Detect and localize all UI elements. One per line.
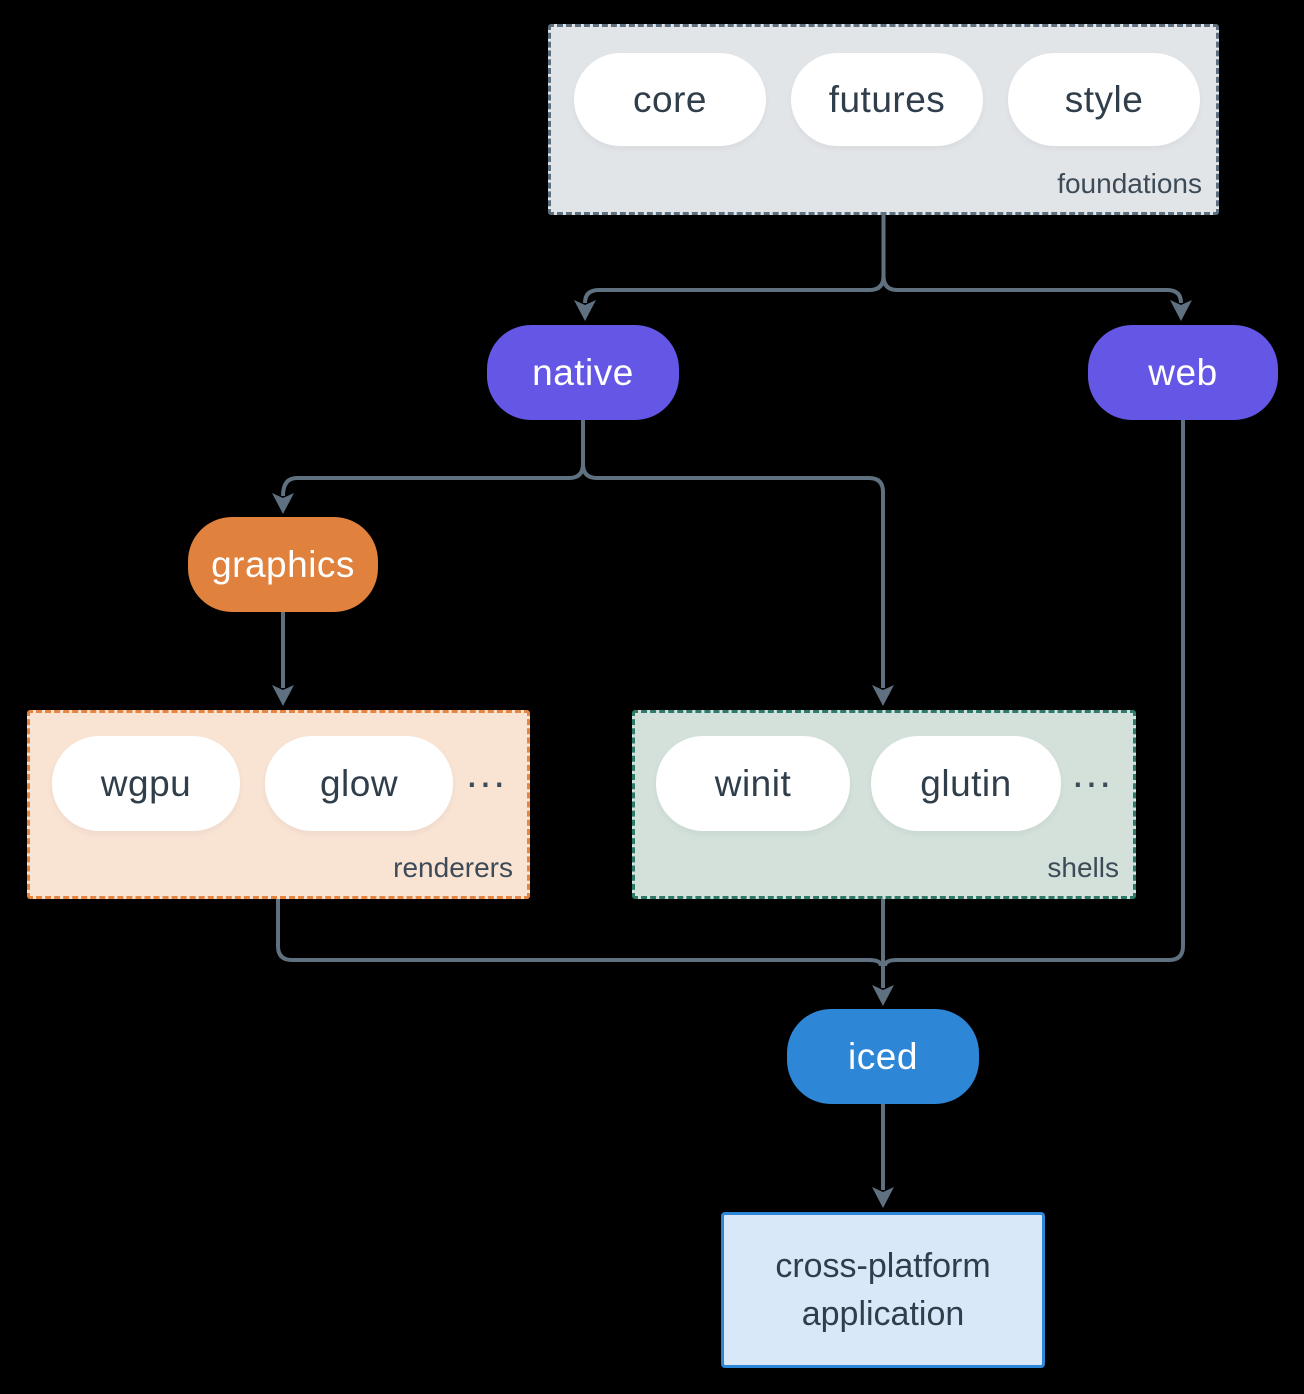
node-native: native — [487, 325, 679, 420]
edge-web-to-iced — [883, 420, 1185, 967]
arrowhead-application — [872, 1187, 894, 1208]
node-iced: iced — [787, 1009, 979, 1104]
shells-ellipsis: ... — [1071, 749, 1113, 796]
group-label-shells: shells — [1047, 852, 1119, 883]
group-foundations: core futures style foundations — [548, 24, 1219, 215]
arrowhead-iced — [872, 985, 894, 1006]
node-cross-platform-application: cross-platform application — [721, 1212, 1045, 1368]
edge-native-to-graphics — [281, 420, 585, 497]
edge-renderers-to-iced — [276, 899, 883, 967]
edge-foundations-to-native — [583, 215, 886, 304]
arrowhead-web — [1170, 300, 1192, 321]
arrowhead-graphics — [272, 493, 294, 514]
group-label-foundations: foundations — [1057, 168, 1202, 199]
node-glutin: glutin — [871, 736, 1061, 831]
renderers-ellipsis: ... — [465, 749, 507, 796]
arrowhead-shells — [872, 685, 894, 706]
group-renderers: wgpu glow ... renderers — [27, 710, 530, 899]
group-shells: winit glutin ... shells — [632, 710, 1136, 899]
node-futures: futures — [791, 53, 983, 146]
node-winit: winit — [656, 736, 850, 831]
node-graphics: graphics — [188, 517, 378, 612]
node-web: web — [1088, 325, 1278, 420]
node-core: core — [574, 53, 766, 146]
node-glow: glow — [265, 736, 453, 831]
arrowhead-renderers — [272, 685, 294, 706]
edge-native-to-shells — [581, 463, 885, 688]
edge-foundations-to-web — [881, 275, 1183, 304]
group-label-renderers: renderers — [393, 852, 513, 883]
node-wgpu: wgpu — [52, 736, 240, 831]
arrowhead-native — [574, 300, 596, 321]
node-style: style — [1008, 53, 1200, 146]
